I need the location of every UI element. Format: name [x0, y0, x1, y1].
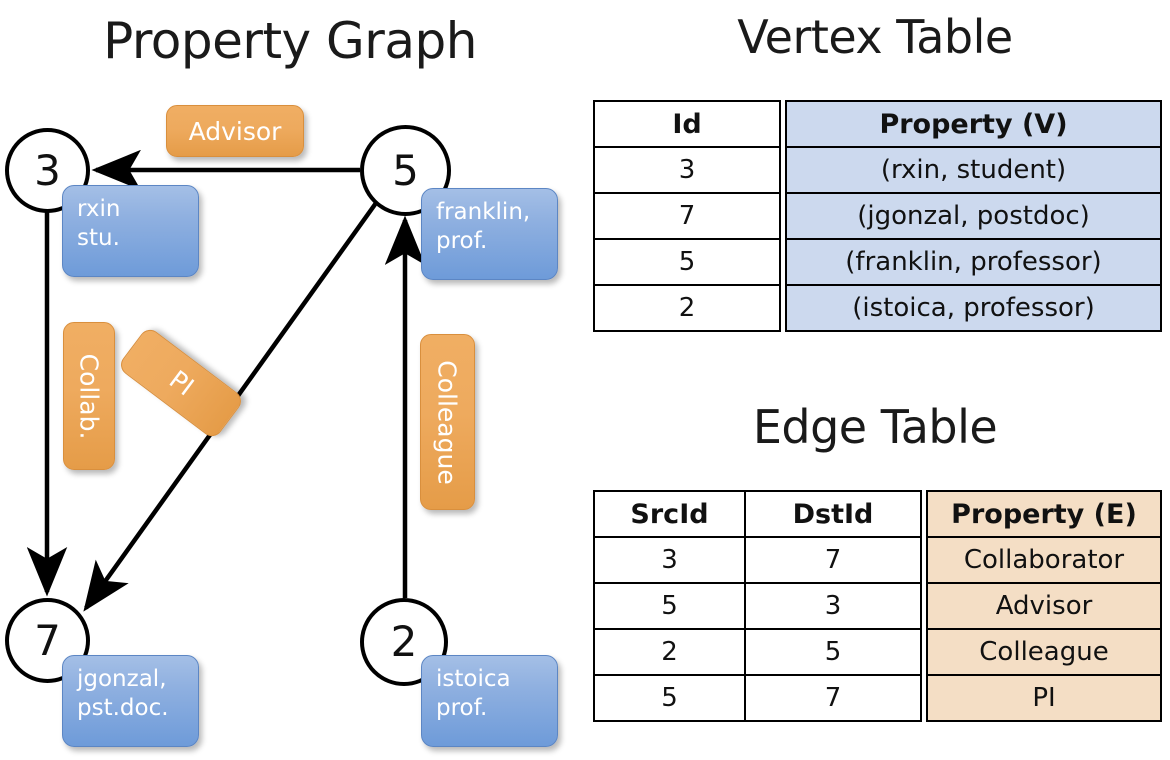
table-row: 2 (istoica, professor) [593, 284, 1162, 332]
edge-cell-property: Collaborator [926, 536, 1162, 584]
vertex-table-header-row: Id Property (V) [593, 100, 1162, 148]
page-title-vertex-table: Vertex Table [737, 10, 1013, 64]
edge-label-collab-text: Collab. [74, 353, 104, 439]
vertex-cell-property: (franklin, professor) [785, 238, 1162, 286]
vertex-cell-id: 2 [593, 284, 781, 332]
table-row: 3 (rxin, student) [593, 146, 1162, 194]
table-row: 3 7 Collaborator [593, 536, 1162, 584]
edge-label-advisor: Advisor [166, 105, 304, 157]
vertex-table: Id Property (V) 3 (rxin, student) 7 (jgo… [593, 100, 1162, 332]
table-row: 2 5 Colleague [593, 628, 1162, 676]
vertex-table-header-id: Id [593, 100, 781, 148]
table-row: 5 7 PI [593, 674, 1162, 722]
edge-cell-srcid: 3 [593, 536, 746, 584]
node-property-box-franklin: franklin, prof. [421, 188, 558, 280]
edge-cell-srcid: 2 [593, 628, 746, 676]
table-row: 5 3 Advisor [593, 582, 1162, 630]
node-property-box-jgonzal: jgonzal, pst.doc. [62, 655, 199, 747]
edge-label-advisor-text: Advisor [188, 116, 282, 146]
graph-node-2[interactable]: 2 [360, 598, 448, 686]
node-property-box-rxin: rxin stu. [62, 185, 199, 277]
edge-cell-dstid: 7 [744, 674, 922, 722]
edge-cell-dstid: 5 [744, 628, 922, 676]
vertex-cell-property: (istoica, professor) [785, 284, 1162, 332]
page-title-property-graph: Property Graph [103, 12, 477, 70]
table-row: 7 (jgonzal, postdoc) [593, 192, 1162, 240]
edge-table-header-srcid: SrcId [593, 490, 746, 538]
edge-cell-srcid: 5 [593, 674, 746, 722]
edge-cell-property: Advisor [926, 582, 1162, 630]
vertex-table-header-property: Property (V) [785, 100, 1162, 148]
vertex-cell-property: (rxin, student) [785, 146, 1162, 194]
edge-table-header-row: SrcId DstId Property (E) [593, 490, 1162, 538]
edge-table-header-property: Property (E) [926, 490, 1162, 538]
graph-node-5[interactable]: 5 [360, 125, 451, 216]
edge-label-colleague: Colleague [420, 334, 475, 510]
edge-table-header-dstid: DstId [744, 490, 922, 538]
vertex-cell-id: 3 [593, 146, 781, 194]
property-graph-diagram: 3 5 7 2 rxin stu. franklin, prof. jgonza… [0, 0, 580, 760]
edge-cell-property: PI [926, 674, 1162, 722]
table-row: 5 (franklin, professor) [593, 238, 1162, 286]
edge-cell-srcid: 5 [593, 582, 746, 630]
edge-label-collab: Collab. [63, 322, 115, 470]
vertex-cell-property: (jgonzal, postdoc) [785, 192, 1162, 240]
edge-cell-dstid: 3 [744, 582, 922, 630]
edge-label-colleague-text: Colleague [433, 359, 463, 485]
node-property-box-istoica: istoica prof. [421, 655, 558, 747]
vertex-cell-id: 5 [593, 238, 781, 286]
page-title-edge-table: Edge Table [752, 400, 998, 454]
edge-cell-property: Colleague [926, 628, 1162, 676]
vertex-cell-id: 7 [593, 192, 781, 240]
edge-label-pi-text: PI [163, 364, 199, 402]
edge-cell-dstid: 7 [744, 536, 922, 584]
edge-table: SrcId DstId Property (E) 3 7 Collaborato… [593, 490, 1162, 722]
